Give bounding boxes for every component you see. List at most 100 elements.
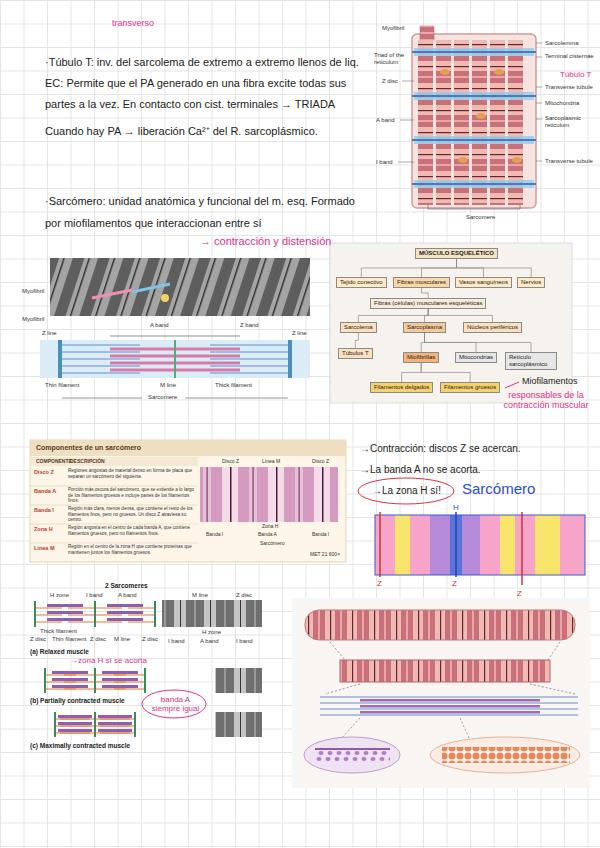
handwritten-note: banda A siempre igual (148, 695, 203, 713)
part-label: Z disc (382, 78, 398, 85)
connector-line (425, 333, 531, 352)
connector-line (402, 363, 421, 382)
connector-line (361, 259, 456, 277)
muscle-fiber-illustration (398, 26, 542, 209)
table-cell: Banda I (34, 507, 54, 513)
handwritten-note: Z (377, 579, 382, 588)
handwritten-note: ·Sarcómero: unidad anatómica y funcional… (45, 190, 370, 234)
part-label: Sarcoplasmic reticulum (545, 115, 597, 129)
table-title: Componentes de un sarcómero (36, 444, 141, 452)
part-label: Thin filament (45, 382, 79, 389)
figure-label: H zone (202, 629, 221, 636)
box-text: Fibras musculares (397, 279, 446, 286)
handwritten-note: Cuando hay PA → liberación Ca²⁺ del R. s… (45, 125, 370, 138)
box-text: Sarcolema (344, 324, 373, 331)
concept-box: Miofibrillas (403, 352, 439, 363)
box-text: Filamentos delgados (374, 384, 429, 391)
figure-label: Banda I (312, 532, 329, 538)
handwritten-note: →Contracción: discos Z se acercan. (360, 443, 521, 455)
part-label: Z band (240, 322, 259, 329)
table-cell: Regiones angostas de material denso en f… (68, 468, 196, 479)
connector-line (358, 309, 428, 322)
figure-label: Línea M (262, 459, 280, 465)
concept-box: Sarcolema (340, 322, 377, 333)
figure-caption: (b) Partially contracted muscle (30, 697, 125, 704)
figure-label: Z disc (30, 636, 46, 643)
figure-label: M line (114, 636, 130, 643)
part-label: Terminal cisternae (545, 53, 595, 60)
figure-label: Thick filament (40, 628, 77, 635)
part-label: Triad of the reticulum (374, 52, 410, 66)
box-text: Filamentos gruesos (444, 384, 496, 391)
concept-box: Mitocondrias (455, 352, 497, 363)
concept-box: Tejido conectivo (336, 277, 387, 288)
connector-line (422, 288, 429, 298)
handwritten-note: →La zona H sí! (372, 485, 441, 497)
handwritten-note: transverso (112, 18, 154, 28)
table-ground (30, 440, 346, 562)
figure-label: I band (168, 638, 185, 645)
figure-caption: (c) Maximally contracted muscle (30, 742, 130, 749)
connector-line (421, 363, 470, 382)
connector-line (422, 259, 457, 277)
part-label: Transverse tubule (545, 158, 597, 165)
part-label: A band (376, 117, 395, 124)
figure-label: Z disc (236, 592, 252, 599)
figure-label: Zona H (262, 524, 278, 530)
table-cell: Región en el centro de la zona H que con… (68, 544, 196, 555)
sarcomere-contraction-figure (34, 600, 262, 737)
part-label: M line (160, 382, 176, 389)
part-label: Mitochondria (545, 100, 579, 107)
part-label: Myofibril (382, 25, 404, 32)
figure-label: M line (192, 592, 208, 599)
box-text: Fibras (células) musculares esqueléticas (374, 300, 482, 307)
box-text: MÚSCULO ESQUELÉTICO (419, 250, 494, 257)
part-label: I band (376, 159, 393, 166)
part-label: Myofibril (22, 288, 44, 295)
box-text: Túbulos T (342, 350, 369, 357)
handwritten-note: ·Túbulo T: inv. del sarcolema de extremo… (45, 52, 370, 115)
table-cell: DESCRIPCIÓN (70, 459, 105, 465)
table-cell: Porción más oscura del sarcómero, que se… (68, 487, 196, 504)
box-text: Nervios (521, 279, 541, 286)
part-label: A band (150, 322, 169, 329)
figure-label: H zone (50, 592, 69, 599)
figure-label: Banda I (206, 532, 223, 538)
figure-label: Sarcómero (260, 541, 284, 547)
concept-box: MÚSCULO ESQUELÉTICO (415, 248, 498, 259)
concept-box: Filamentos delgados (370, 382, 433, 393)
hand-sarcomere-sketch (358, 478, 585, 585)
figure-label: 2 Sarcomeres (105, 582, 148, 589)
figure-label: I band (86, 592, 103, 599)
handwritten-note: responsables de la contracción muscular (500, 390, 592, 411)
handwritten-note: H (453, 503, 459, 512)
figure-label: Thin filament (52, 636, 86, 643)
figure-label: A band (118, 592, 137, 599)
table-cell: Zona H (34, 526, 53, 532)
connector-line (421, 333, 424, 352)
figure-label: Disco Z (222, 459, 239, 465)
part-label: Z line (292, 330, 307, 337)
part-label: Thick filament (215, 382, 252, 389)
concept-box: Sarcoplasma (403, 322, 446, 333)
concept-box: Núcleos periféricos (463, 322, 522, 333)
concept-box: Fibras musculares (393, 277, 450, 288)
box-text: Vasos sanguíneos (459, 279, 508, 286)
part-label: Transverse tubule (545, 84, 597, 91)
muscle-hierarchy-illustration (292, 598, 590, 788)
figure-label: Z disc (142, 636, 158, 643)
figure-label: Banda A (258, 532, 277, 538)
table-cell: Banda A (34, 488, 56, 494)
box-text: Sarcoplasma (407, 324, 442, 331)
part-label: Myofibril (22, 316, 44, 323)
box-text: Tejido conectivo (340, 279, 383, 286)
box-text: Retículo sarcoplásmico (509, 354, 553, 368)
figure-label: Z disc (90, 636, 106, 643)
part-label: Sarcomere (466, 214, 495, 221)
handwritten-note: Z (452, 579, 457, 588)
concept-box: Vasos sanguíneos (455, 277, 512, 288)
connector-line (355, 333, 358, 348)
concept-box: Retículo sarcoplásmico (505, 352, 557, 370)
table-cell: Región angosta en el centro de cada band… (68, 525, 196, 536)
table-cell: Región más clara, menos densa, que conti… (68, 506, 196, 523)
